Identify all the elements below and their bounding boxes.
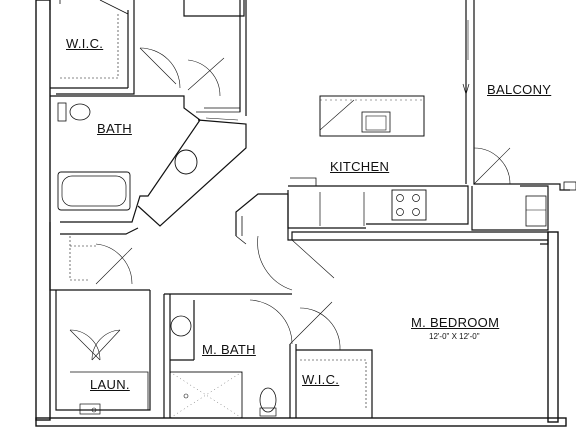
door-arc: [139, 47, 181, 89]
balcony-walls: [465, 0, 570, 191]
room-label-balcony: BALCONY: [487, 82, 552, 97]
master-wic-walls: [289, 344, 373, 418]
master-toilet: [259, 387, 277, 413]
room-label-master-bath: M. BATH: [202, 342, 256, 357]
master-bath-sink: [170, 315, 192, 337]
room-label-laundry: LAUN.: [90, 377, 130, 392]
outer-wall-bottom: [35, 417, 567, 427]
room-label-wic-bottom: W.I.C.: [302, 372, 340, 387]
outer-wall-right: [547, 231, 559, 423]
room-label-master-bedroom: M. BEDROOM: [411, 315, 500, 330]
room-label-bath: BATH: [97, 121, 132, 136]
room-label-kitchen: KITCHEN: [330, 159, 390, 174]
bath-sink: [174, 149, 198, 175]
kitchen-counter: [287, 185, 469, 229]
master-bedroom-dimensions: 12'-0" X 12'-0": [429, 332, 480, 341]
toilet: [69, 103, 91, 121]
bathtub: [57, 171, 131, 211]
master-bath-walls: [163, 293, 292, 418]
shower: [169, 371, 243, 419]
range: [391, 189, 427, 221]
wic-top-walls: [49, 0, 135, 95]
bath-walls: [50, 95, 201, 223]
room-label-wic-top: W.I.C.: [66, 36, 104, 51]
laundry-walls: [55, 289, 151, 411]
outer-wall-left: [35, 0, 51, 421]
bedroom-top-wall: [235, 193, 549, 245]
kitchen-island: [319, 95, 425, 137]
